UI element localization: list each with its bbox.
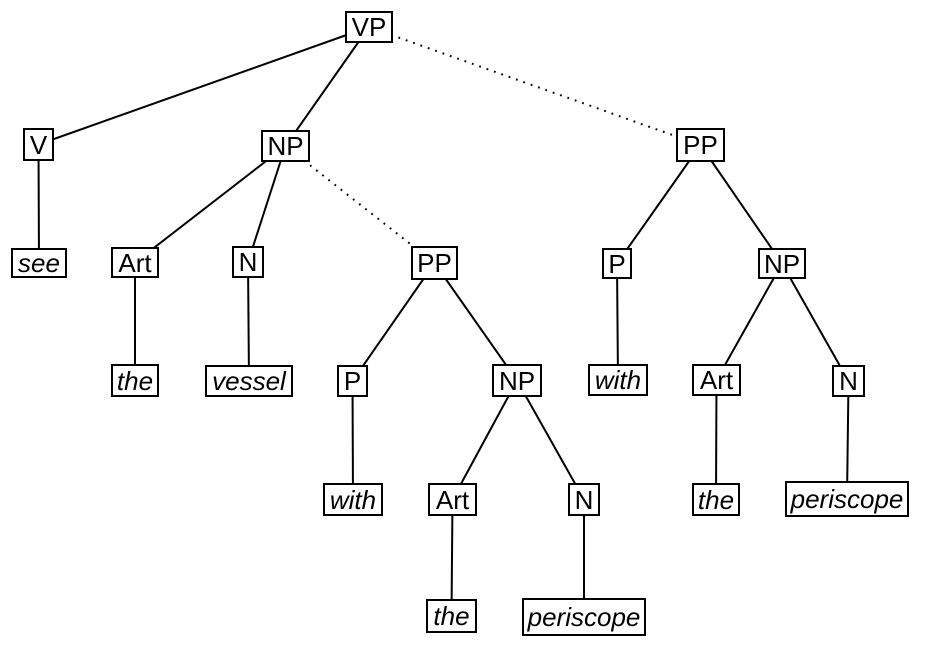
- tree-edge-np-obj-n-obj: [247, 145, 287, 263]
- tree-node-the-high: the: [692, 483, 740, 516]
- tree-node-v: V: [23, 128, 54, 161]
- tree-edge-art-low-the-low: [450, 499, 454, 617]
- tree-node-art-high: Art: [692, 364, 741, 396]
- tree-edge-p-low-with-low: [351, 380, 354, 500]
- tree-node-n-low: N: [568, 483, 600, 516]
- tree-edge-np-high-n-high: [781, 263, 850, 382]
- tree-node-see: see: [11, 248, 67, 278]
- tree-node-art-obj: Art: [111, 247, 159, 278]
- tree-edge-pp-high-np-high: [699, 144, 783, 265]
- tree-edge-n-high-periscope-high: [846, 380, 850, 500]
- tree-edge-v-see: [37, 144, 40, 264]
- tree-edge-np-low-n-low: [516, 380, 585, 500]
- tree-node-n-obj: N: [232, 246, 264, 278]
- tree-node-pp-low: PP: [411, 246, 458, 280]
- tree-edge-np-obj-pp-low-dotted: [284, 145, 436, 264]
- tree-edge-vp-np-obj: [284, 26, 370, 147]
- tree-node-pp-high: PP: [676, 128, 725, 162]
- tree-node-the-low: the: [426, 599, 477, 633]
- tree-edge-vp-v: [38, 26, 370, 146]
- tree-node-periscope-low: periscope: [522, 598, 646, 636]
- tree-node-periscope-high: periscope: [785, 481, 909, 517]
- tree-node-n-high: N: [832, 365, 865, 397]
- tree-edge-np-low-art-low: [451, 380, 518, 500]
- tree-node-p-high: P: [602, 248, 632, 279]
- tree-edge-art-high-the-high: [715, 379, 718, 500]
- tree-node-with-low: with: [323, 483, 383, 516]
- tree-edge-n-obj-vessel: [247, 261, 250, 382]
- tree-node-vp: VP: [345, 11, 393, 43]
- tree-edge-np-high-art-high: [715, 263, 783, 381]
- tree-edge-pp-low-p-low: [351, 262, 436, 382]
- tree-node-p-low: P: [337, 365, 368, 397]
- tree-node-np-obj: NP: [261, 130, 310, 162]
- tree-edge-pp-high-p-high: [616, 144, 702, 265]
- tree-node-np-low: NP: [492, 364, 542, 397]
- tree-node-np-high: NP: [758, 248, 806, 279]
- tree-edge-pp-low-np-low: [433, 262, 518, 382]
- tree-node-with-high: with: [588, 364, 648, 396]
- tree-node-vessel: vessel: [205, 365, 293, 397]
- tree-node-the-obj: the: [111, 364, 159, 397]
- tree-node-art-low: Art: [428, 483, 477, 516]
- tree-edge-np-obj-art-obj: [134, 145, 287, 264]
- tree-edge-p-high-with-high: [616, 263, 619, 381]
